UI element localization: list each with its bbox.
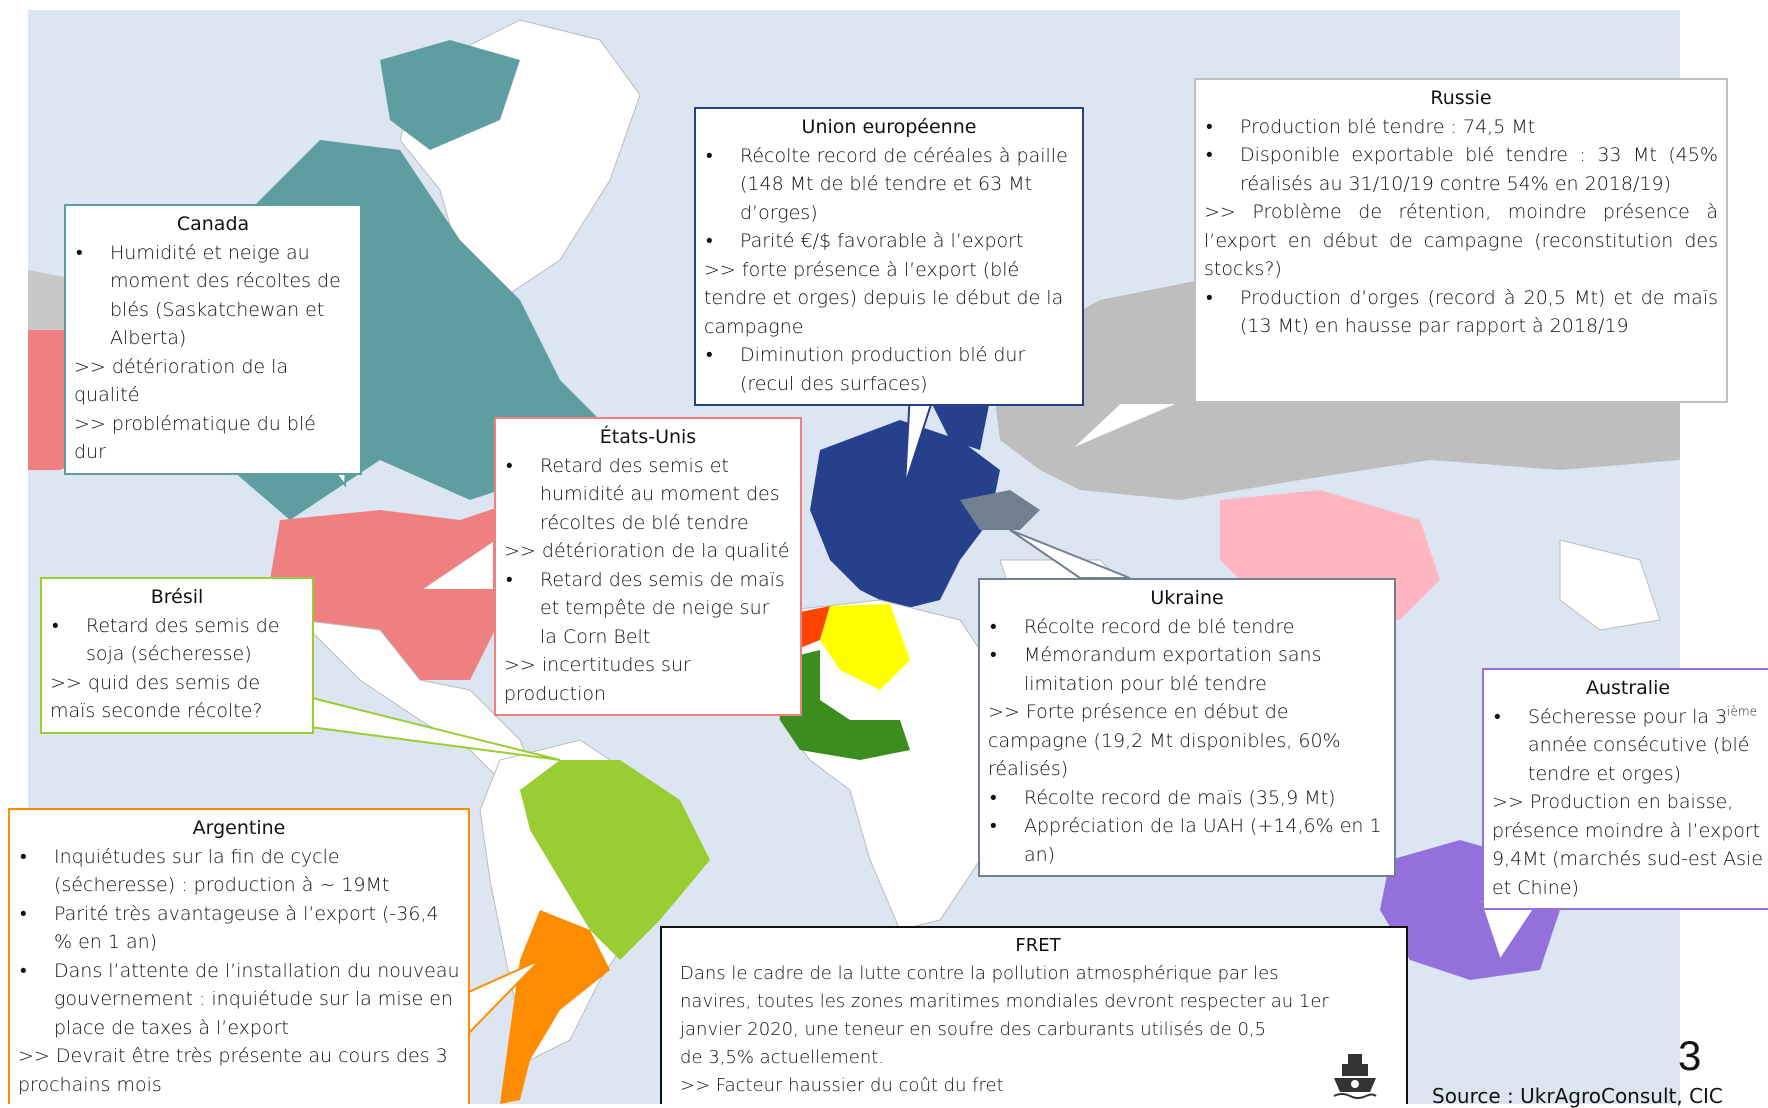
fret-text-line-2: navires, toutes les zones maritimes mond… xyxy=(680,991,1329,1012)
ukraine-bullet-2: Mémorandum exportation sans limitation p… xyxy=(988,641,1386,698)
ukraine-callout: Ukraine Récolte record de blé tendre Mém… xyxy=(978,578,1396,877)
ukraine-note: >> Forte présence en début de campagne (… xyxy=(988,701,1341,780)
russia-title: Russie xyxy=(1430,87,1492,109)
canada-islands xyxy=(380,40,520,150)
usa-callout: États-Unis Retard des semis et humidité … xyxy=(494,417,802,716)
argentina-callout: Argentine Inquiétudes sur la fin de cycl… xyxy=(8,808,470,1104)
ukraine-bullet-4: Appréciation de la UAH (+14,6% en 1 an) xyxy=(988,812,1386,869)
usa-bullet-2: Retard des semis de maïs et tempête de n… xyxy=(504,566,792,652)
fret-text-line-4: de 3,5% actuellement. xyxy=(680,1047,885,1068)
argentina-land xyxy=(500,910,610,1104)
eu-bullet-2: Parité €/$ favorable à l’export xyxy=(704,227,1074,256)
ukraine-bullet-1: Récolte record de blé tendre xyxy=(988,613,1386,642)
usa-note-1: >> détérioration de la qualité xyxy=(504,540,790,562)
eu-bullet-1: Récolte record de céréales à paille (148… xyxy=(704,142,1074,228)
fret-callout: FRET Dans le cadre de la lutte contre la… xyxy=(660,926,1408,1104)
eu-callout: Union européenne Récolte record de céréa… xyxy=(694,107,1084,406)
russia-callout: Russie Production blé tendre : 74,5 Mt D… xyxy=(1194,78,1728,403)
fret-text-line-3: janvier 2020, une teneur en soufre des c… xyxy=(680,1019,1267,1040)
brazil-title: Brésil xyxy=(150,586,204,608)
argentina-bullet-1: Inquiétudes sur la fin de cycle (séchere… xyxy=(18,843,460,900)
usa-note-2: >> incertitudes sur production xyxy=(504,654,691,705)
other-land-east xyxy=(1559,539,1661,631)
morocco-land xyxy=(800,606,830,648)
canada-note-2: >> problématique du blé dur xyxy=(74,412,316,464)
brazil-callout: Brésil Retard des semis de soja (séchere… xyxy=(40,577,314,734)
west-africa-land xyxy=(780,650,910,760)
usa-title: États-Unis xyxy=(599,426,697,448)
argentina-title: Argentine xyxy=(192,817,286,839)
ship-icon xyxy=(1333,1054,1377,1099)
brazil-land xyxy=(520,760,710,960)
brazil-bullet-1: Retard des semis de soja (sécheresse) xyxy=(50,612,304,669)
canada-bullet-1: Humidité et neige au moment des récoltes… xyxy=(74,239,352,353)
page-number: 3 xyxy=(1678,1032,1702,1079)
fret-title: FRET xyxy=(1015,935,1061,956)
canada-callout: Canada Humidité et neige au moment des r… xyxy=(64,204,362,475)
eu-land xyxy=(810,420,1000,610)
russia-callout-tail xyxy=(1069,402,1181,451)
australia-bullet-text-end: année consécutive (blé tendre et orges) xyxy=(1528,734,1750,785)
eu-title: Union européenne xyxy=(801,116,977,138)
argentina-bullet-3: Dans l’attente de l’installation du nouv… xyxy=(18,957,460,1043)
ukraine-title: Ukraine xyxy=(1150,587,1224,609)
australia-bullet-1: Sécheresse pour la 3ième année consécuti… xyxy=(1492,703,1764,789)
australia-bullet-text: Sécheresse pour la 3 xyxy=(1528,705,1728,728)
source-text: Source : UkrAgroConsult, CIC xyxy=(1432,1084,1723,1108)
eu-note: >> forte présence à l’export (blé tendre… xyxy=(704,258,1064,338)
fret-note: >> Facteur haussier du coût du fret xyxy=(680,1075,1004,1096)
argentina-bullet-2: Parité très avantageuse à l’export (-36,… xyxy=(18,900,460,957)
ukraine-bullet-3: Récolte record de maïs (35,9 Mt) xyxy=(988,784,1386,813)
eu-bullet-3: Diminution production blé dur (recul des… xyxy=(704,341,1074,398)
russia-bullet-2: Disponible exportable blé tendre : 33 Mt… xyxy=(1204,141,1718,198)
russia-bullet-3: Production d’orges (record à 20,5 Mt) et… xyxy=(1204,284,1718,341)
australia-note: >> Production en baisse, présence moindr… xyxy=(1492,791,1763,899)
australia-callout: Australie Sécheresse pour la 3ième année… xyxy=(1482,668,1768,910)
russia-bullet-1: Production blé tendre : 74,5 Mt xyxy=(1204,113,1718,142)
canada-title: Canada xyxy=(176,213,250,235)
algeria-land xyxy=(820,604,910,690)
fret-text-line-1: Dans le cadre de la lutte contre la poll… xyxy=(680,963,1279,984)
australia-bullet-sup: ième xyxy=(1727,704,1757,719)
canada-note-1: >> détérioration de la qualité xyxy=(74,355,289,407)
russia-note: >> Problème de rétention, moindre présen… xyxy=(1204,201,1718,280)
brazil-note: >> quid des semis de maïs seconde récolt… xyxy=(50,671,263,723)
ukraine-land xyxy=(960,490,1040,530)
australia-title: Australie xyxy=(1585,677,1671,699)
usa-bullet-1: Retard des semis et humidité au moment d… xyxy=(504,452,792,538)
argentina-note: >> Devrait être très présente au cours d… xyxy=(18,1045,448,1096)
